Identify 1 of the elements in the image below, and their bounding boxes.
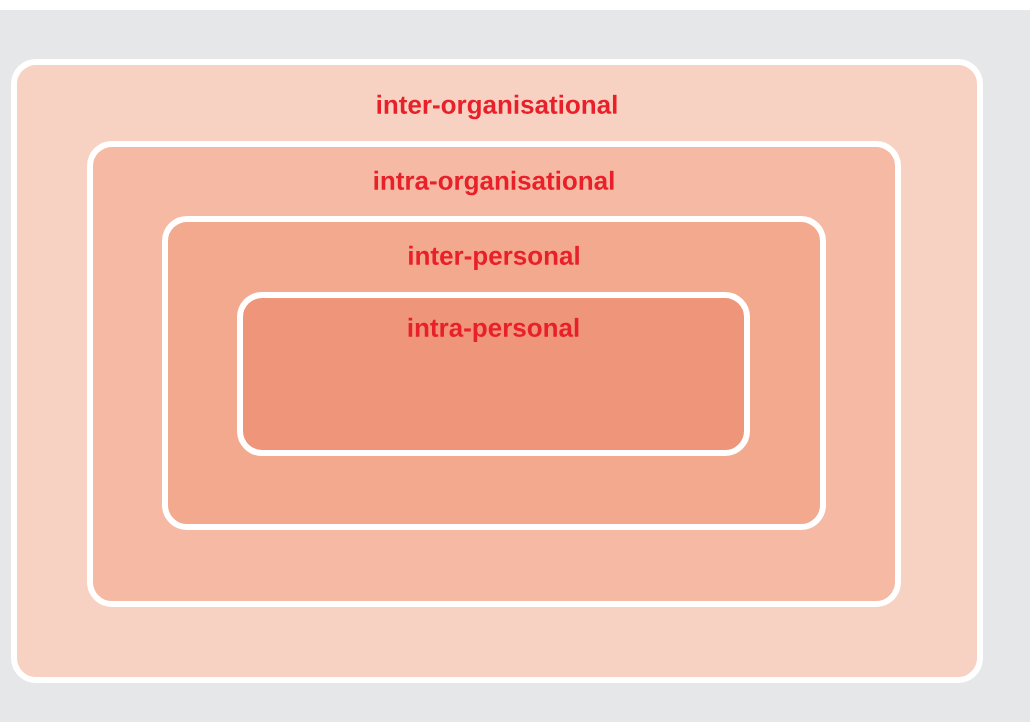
nested-box: intra-personal — [237, 292, 750, 456]
